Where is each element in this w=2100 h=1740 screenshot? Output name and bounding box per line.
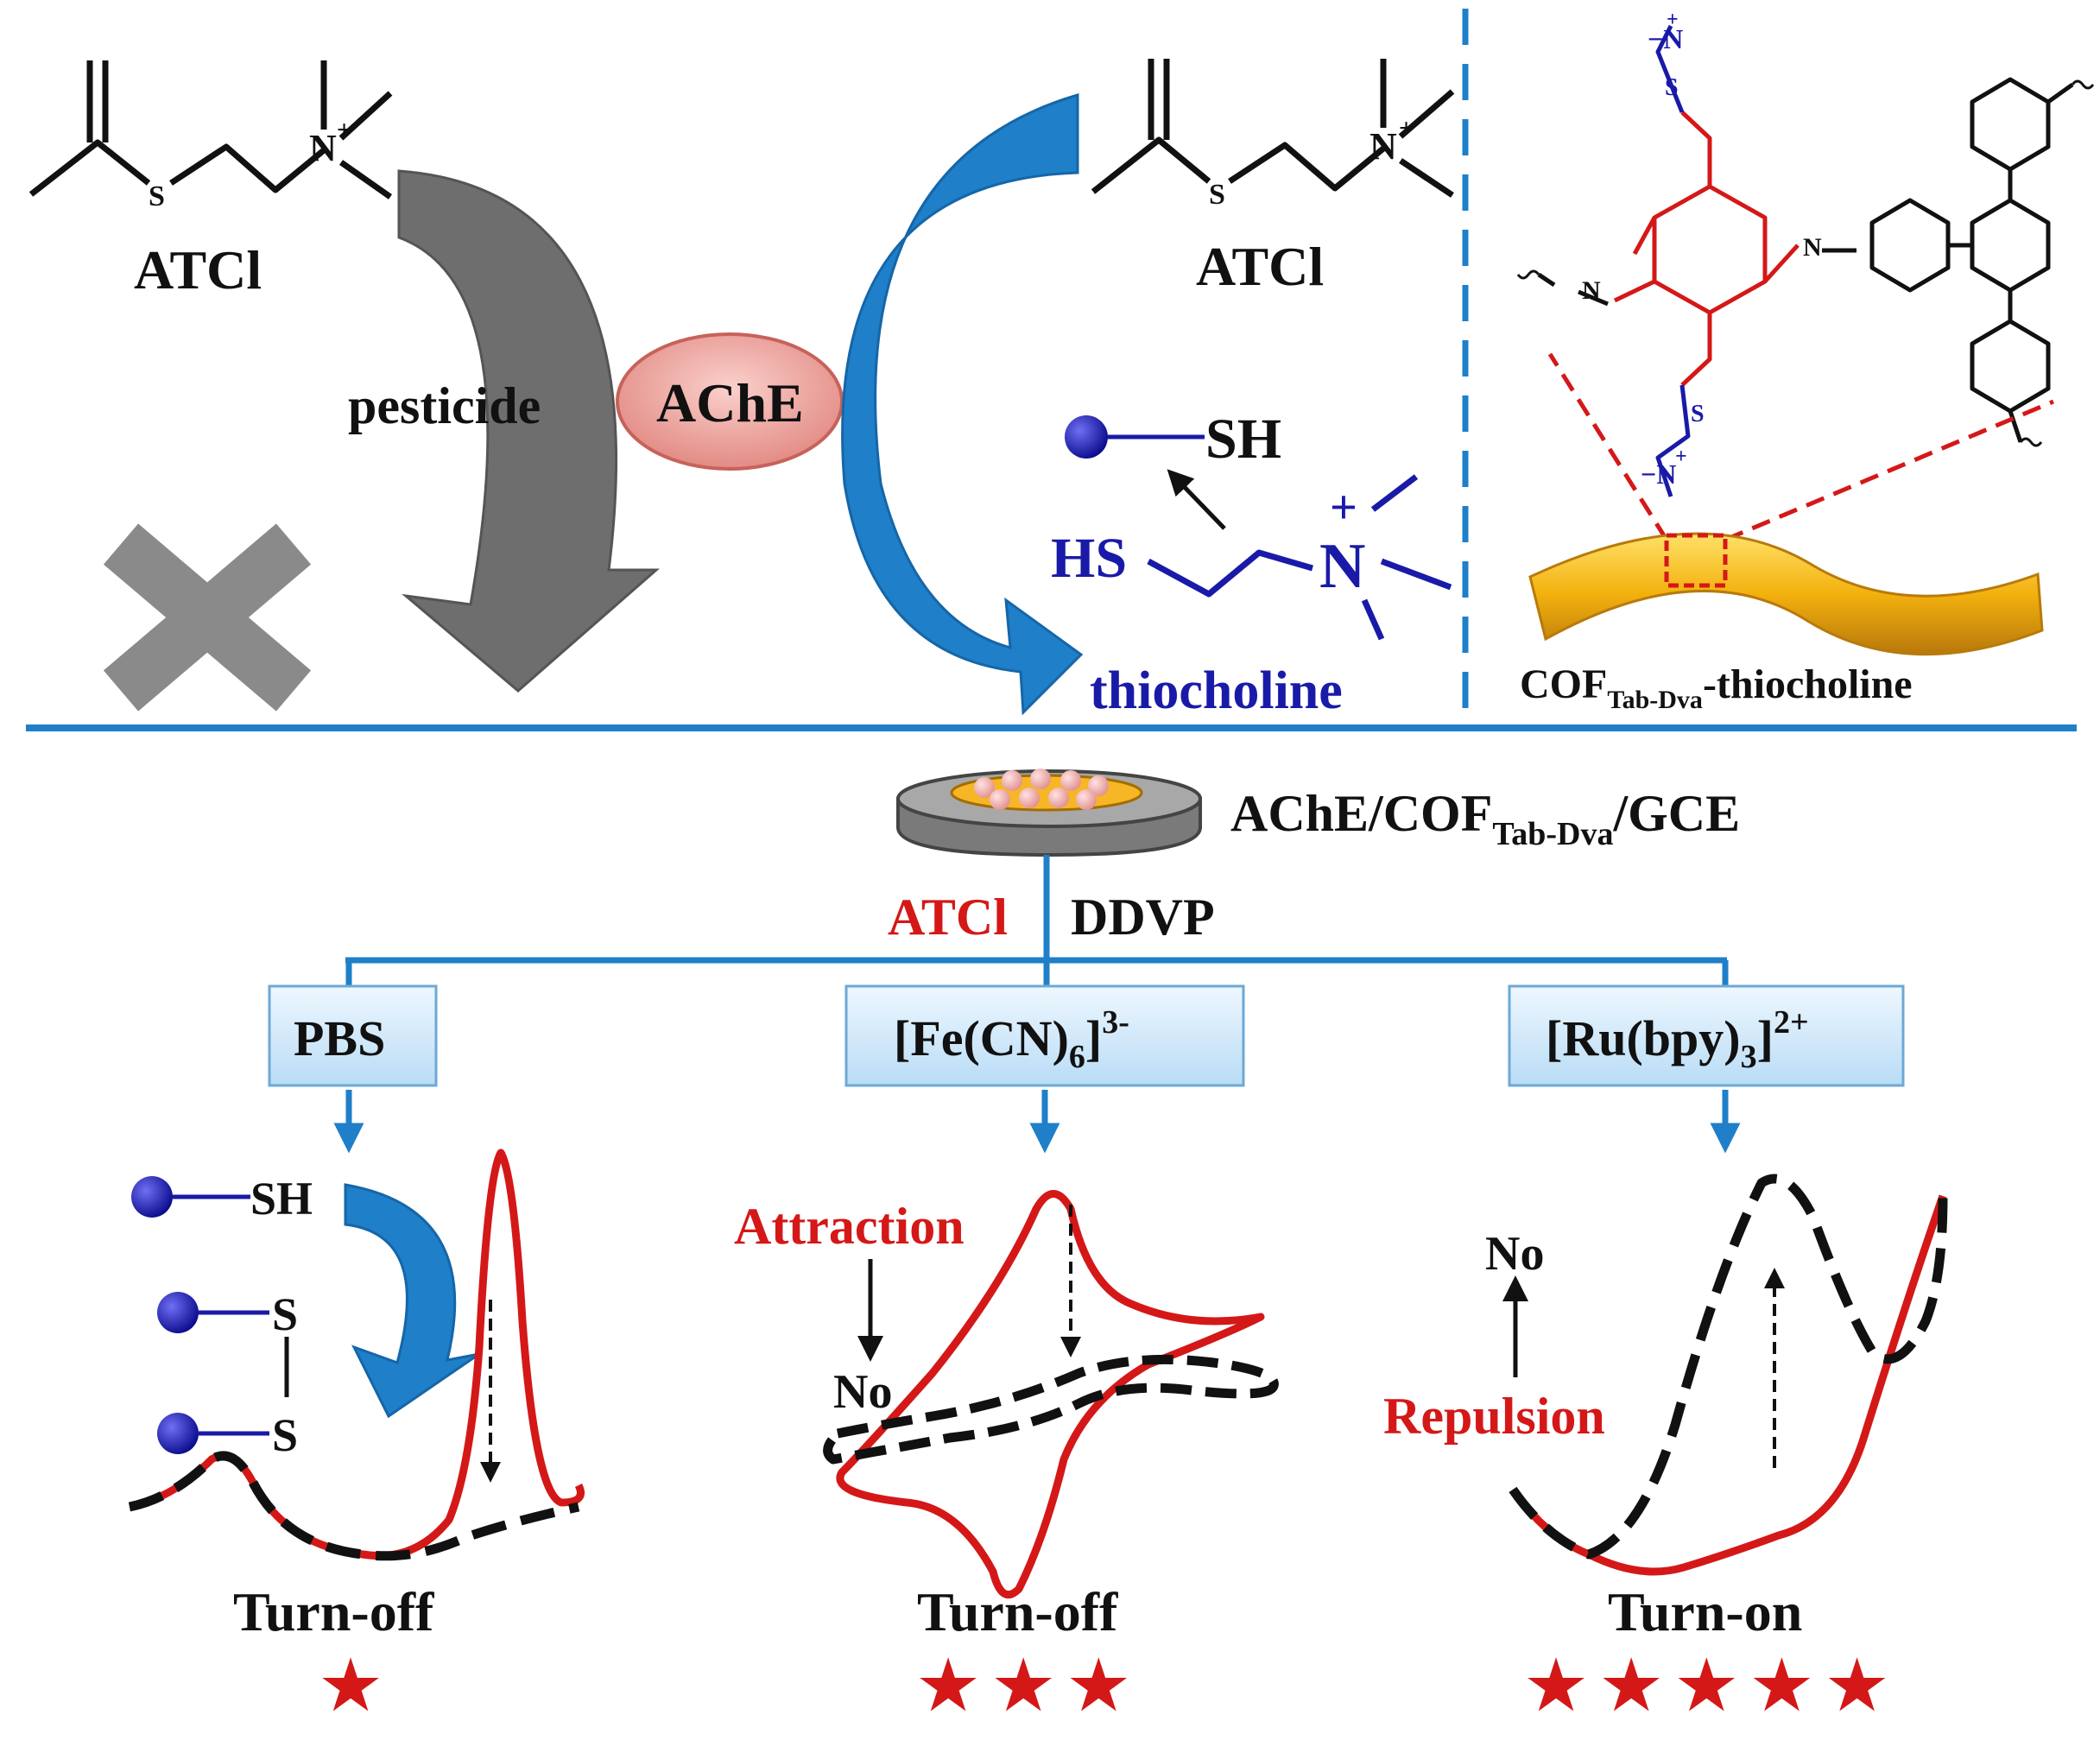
panel-ruthenium: No Repulsion Turn-on ★ ★ ★ ★ ★ <box>1383 1174 1948 1723</box>
hydrolysis-arrow <box>841 92 1084 716</box>
atcl-label-right: ATCl <box>1196 236 1324 297</box>
inhibited-arrow <box>397 169 660 693</box>
result-label: Turn-on <box>1608 1581 1802 1642</box>
cof-atom: N <box>1582 276 1601 305</box>
oxidation-arrow <box>344 1183 480 1419</box>
atcl-reagent: ATCl <box>888 889 1008 946</box>
repulsion-label: Repulsion <box>1383 1388 1605 1445</box>
zoom-line <box>1547 352 1669 541</box>
cof-atom: + <box>1675 446 1687 468</box>
panel-ferricyanide: Attraction No Turn-off ★ ★ ★ <box>734 1190 1279 1723</box>
charge-plus: + <box>337 116 351 144</box>
atom-s: S <box>149 180 165 212</box>
dpv-curve-black <box>128 1451 580 1561</box>
ache-label: AChE <box>656 372 804 433</box>
ache-enzyme: AChE <box>616 332 844 471</box>
box-label: PBS <box>294 1010 385 1066</box>
charge-plus: + <box>1330 481 1357 535</box>
box-label: [Ru(bpy)3]2+ <box>1546 1004 1809 1075</box>
atcl-structure-left <box>28 60 393 199</box>
cof-atom: S <box>1665 74 1679 101</box>
atom-n-plus: N <box>309 127 337 169</box>
dpv-curve-red <box>1509 1194 1947 1576</box>
no-label: No <box>833 1365 892 1419</box>
electrode <box>896 769 1202 857</box>
cof-atom: + <box>1667 9 1679 31</box>
star-rating: ★ ★ ★ <box>919 1650 1128 1723</box>
thiocholine-structure <box>1147 474 1452 641</box>
cv-curve-black <box>823 1354 1279 1465</box>
condition-box-ruthenium: [Ru(bpy)3]2+ <box>1508 984 1905 1087</box>
branch-connectors <box>345 855 1729 986</box>
star-rating: ★ ★ ★ ★ ★ <box>1527 1650 1887 1723</box>
result-label: Turn-off <box>917 1581 1118 1642</box>
sh-label: SH <box>250 1173 313 1224</box>
cof-rod <box>1528 532 2044 656</box>
reaction-arrow <box>1167 469 1226 530</box>
thiocholine-label: thiocholine <box>1090 661 1343 720</box>
atom-n-plus: N <box>1319 531 1365 602</box>
condition-box-pbs: PBS <box>268 984 438 1087</box>
atom-s: S <box>1209 179 1225 211</box>
ddvp-reagent: DDVP <box>1071 889 1215 946</box>
zoom-box <box>1664 533 1728 588</box>
pesticide-label: pesticide <box>348 377 541 434</box>
atcl-label-left: ATCl <box>134 239 262 301</box>
cof-atom: −N <box>1648 23 1683 54</box>
electrode-label: AChE/COFTab-Dva/GCE <box>1230 785 1740 852</box>
condition-box-ferricyanide: [Fe(CN)6]3- <box>844 984 1245 1087</box>
zoom-line <box>1724 399 2054 542</box>
dpv-curve-red <box>129 1148 585 1560</box>
no-label: No <box>1485 1227 1544 1281</box>
attraction-label: Attraction <box>734 1198 965 1255</box>
result-label: Turn-off <box>233 1581 434 1642</box>
charge-plus: + <box>1399 114 1414 142</box>
s-label: S <box>272 1288 298 1340</box>
star-rating: ★ <box>321 1650 380 1723</box>
thiol-ball: SH <box>1065 408 1281 471</box>
sh-label: SH <box>1205 408 1281 471</box>
cof-atom: −N <box>1641 459 1676 490</box>
atcl-structure-right <box>1091 59 1455 198</box>
box-label: [Fe(CN)6]3- <box>894 1004 1129 1075</box>
cof-fragment <box>1516 24 2095 497</box>
cof-thiocholine-label: COFTab-Dva-thiocholine <box>1520 661 1913 714</box>
cv-curve-red <box>836 1190 1265 1599</box>
atom-n-plus: N <box>1369 125 1397 168</box>
cross-icon <box>103 523 312 712</box>
cof-atom: S <box>1691 401 1705 427</box>
cof-atom: N <box>1803 233 1822 262</box>
hs-label: HS <box>1051 527 1127 590</box>
panel-pbs: SH S S Turn-off ★ <box>128 1148 585 1723</box>
s-label: S <box>272 1409 298 1461</box>
dpv-curve-black <box>1509 1174 1948 1560</box>
